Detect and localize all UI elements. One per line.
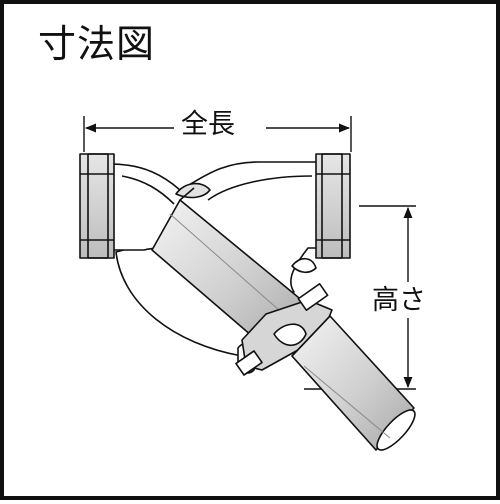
body-inner-contour-right bbox=[207, 175, 313, 201]
inlet-port-left-inner bbox=[87, 153, 109, 259]
drain-plug-end bbox=[376, 409, 416, 451]
cap-lug-upper bbox=[297, 283, 329, 311]
strainer-drawing bbox=[79, 116, 416, 451]
length-label: 全長 bbox=[177, 110, 239, 140]
length-dimension bbox=[83, 116, 352, 152]
cap-assembly bbox=[235, 283, 416, 451]
outlet-port-right bbox=[315, 153, 351, 259]
height-label: 高さ bbox=[372, 284, 426, 318]
outlet-port-right-inner bbox=[321, 153, 343, 259]
drain-plug-highlight bbox=[303, 365, 391, 439]
cap-lug-lower bbox=[235, 350, 263, 376]
inlet-port-left bbox=[79, 153, 115, 259]
screen-cylinder-highlight bbox=[169, 213, 289, 319]
body-lug-right bbox=[291, 257, 317, 274]
drain-plug-base-edge bbox=[291, 315, 331, 357]
cap-hex-face bbox=[273, 323, 307, 347]
body-neck-ring bbox=[175, 182, 211, 199]
screen-top-edge bbox=[179, 187, 195, 201]
page-title: 寸法図 bbox=[38, 22, 156, 66]
body-inner-contour-left bbox=[121, 175, 175, 205]
